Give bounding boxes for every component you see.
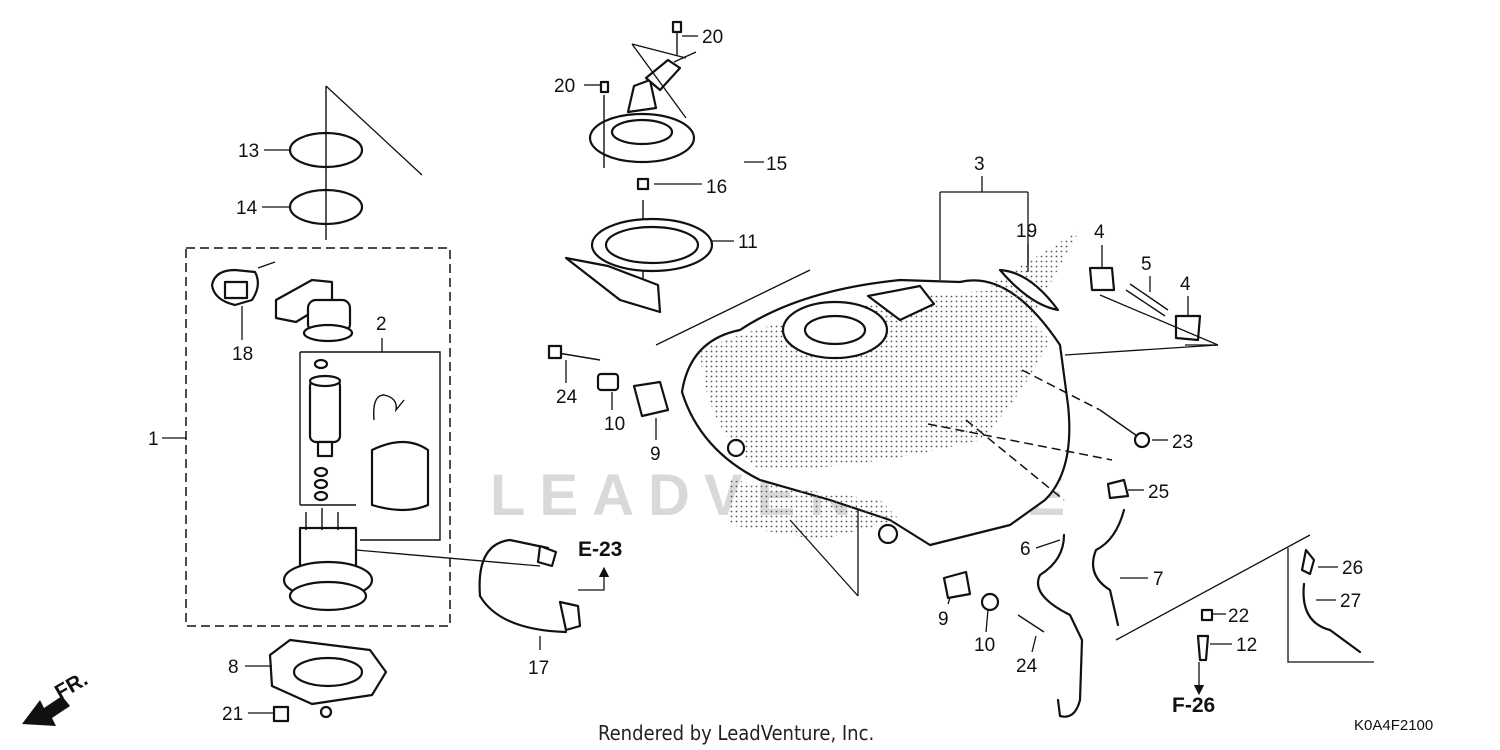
part-callout-25[interactable]: 25 (1148, 482, 1169, 503)
fuel-feed-hose (355, 538, 610, 634)
part-callout-10[interactable]: 10 (974, 635, 995, 656)
part-callout-3[interactable]: 3 (974, 154, 985, 175)
fuel-pump-assembly (185, 247, 451, 627)
tank-leader-lines (655, 269, 1113, 597)
filler-packing (564, 217, 714, 314)
part-callout-15[interactable]: 15 (766, 154, 787, 175)
part-callout-8[interactable]: 8 (228, 657, 239, 678)
callout-group: 1234456789910101112131415161718192020212… (148, 27, 1363, 725)
part-callout-9[interactable]: 9 (938, 609, 949, 630)
credit-text: Rendered by LeadVenture, Inc. (598, 721, 874, 745)
part-callout-17[interactable]: 17 (528, 658, 549, 679)
part-callout-21[interactable]: 21 (222, 704, 243, 725)
part-callout-14[interactable]: 14 (236, 198, 258, 219)
part-callout-20[interactable]: 20 (702, 27, 723, 48)
part-callout-4[interactable]: 4 (1094, 222, 1105, 243)
tank-packing-rings (288, 85, 423, 240)
ref-e23[interactable]: E-23 (578, 538, 622, 561)
ref-f26[interactable]: F-26 (1172, 694, 1215, 717)
fuel-filler-cap (588, 20, 697, 290)
part-callout-24[interactable]: 24 (1016, 656, 1038, 677)
part-callout-20[interactable]: 20 (554, 76, 575, 97)
callout-leader-10 (985, 609, 989, 633)
fuel-pump-setting-plate (268, 638, 388, 723)
callout-leader-24 (1031, 635, 1037, 653)
diagram-code: K0A4F2100 (1354, 717, 1433, 734)
callout-leader-9 (947, 597, 951, 605)
part-callout-23[interactable]: 23 (1172, 432, 1193, 453)
part-callout-27[interactable]: 27 (1340, 591, 1361, 612)
fuel-tank-body (680, 191, 1080, 547)
part-callout-10[interactable]: 10 (604, 414, 625, 435)
front-direction-label: FR. (51, 667, 92, 704)
part-callout-24[interactable]: 24 (556, 387, 578, 408)
part-callout-9[interactable]: 9 (650, 444, 661, 465)
part-callout-13[interactable]: 13 (238, 141, 259, 162)
drain-hoses (1037, 508, 1311, 718)
part-callout-19[interactable]: 19 (1016, 221, 1037, 242)
part-callout-18[interactable]: 18 (232, 344, 253, 365)
part-callout-6[interactable]: 6 (1020, 539, 1031, 560)
part-callout-2[interactable]: 2 (376, 314, 387, 335)
front-direction-arrow: FR. (22, 667, 92, 726)
part-callout-12[interactable]: 12 (1236, 635, 1257, 656)
part-callout-11[interactable]: 11 (738, 232, 758, 253)
tank-fasteners (547, 266, 1219, 633)
breather-hose (1193, 548, 1374, 696)
callout-leader-6 (1035, 539, 1061, 549)
part-callout-16[interactable]: 16 (706, 177, 727, 198)
part-callout-26[interactable]: 26 (1342, 558, 1363, 579)
part-callout-7[interactable]: 7 (1153, 569, 1164, 590)
part-callout-1[interactable]: 1 (148, 429, 159, 450)
part-callout-5[interactable]: 5 (1141, 254, 1152, 275)
part-callout-22[interactable]: 22 (1228, 606, 1249, 627)
part-callout-4[interactable]: 4 (1180, 274, 1191, 295)
